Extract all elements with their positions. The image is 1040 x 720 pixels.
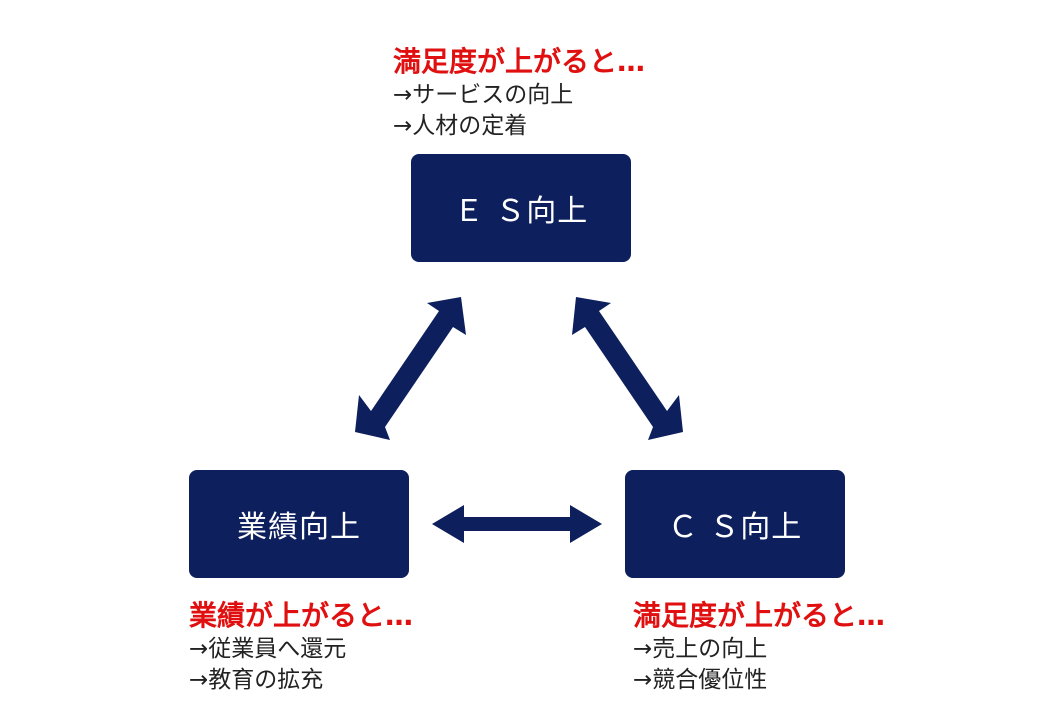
es-cs-arrow xyxy=(572,297,683,440)
cs-note: 満足度が上がると… →売上の向上 →競合優位性 xyxy=(633,602,885,700)
es-improvement-box: Ｅ Ｓ向上 xyxy=(411,154,631,262)
cs-note-line: →売上の向上 xyxy=(633,636,768,662)
es-note-line: →サービスの向上 xyxy=(393,82,574,108)
performance-note-heading: 業績が上がると… xyxy=(189,599,414,632)
es-note-heading: 満足度が上がると… xyxy=(393,45,646,78)
es-improvement-label: Ｅ Ｓ向上 xyxy=(453,194,589,229)
cs-improvement-box: Ｃ Ｓ向上 xyxy=(625,470,845,578)
cs-note-line: →競合優位性 xyxy=(633,667,768,693)
cs-note-heading: 満足度が上がると… xyxy=(633,599,886,632)
cs-improvement-label: Ｃ Ｓ向上 xyxy=(667,510,803,545)
es-note: 満足度が上がると… →サービスの向上 →人材の定着 xyxy=(393,48,645,146)
es-note-line: →人材の定着 xyxy=(393,113,528,139)
gyoseki-cs-arrow xyxy=(432,505,602,543)
performance-improvement-box: 業績向上 xyxy=(189,470,409,578)
performance-note-line: →従業員へ還元 xyxy=(189,636,347,662)
performance-note: 業績が上がると… →従業員へ還元 →教育の拡充 xyxy=(189,602,413,700)
es-gyoseki-arrow xyxy=(355,297,466,440)
performance-note-line: →教育の拡充 xyxy=(189,667,324,693)
performance-improvement-label: 業績向上 xyxy=(237,510,361,545)
